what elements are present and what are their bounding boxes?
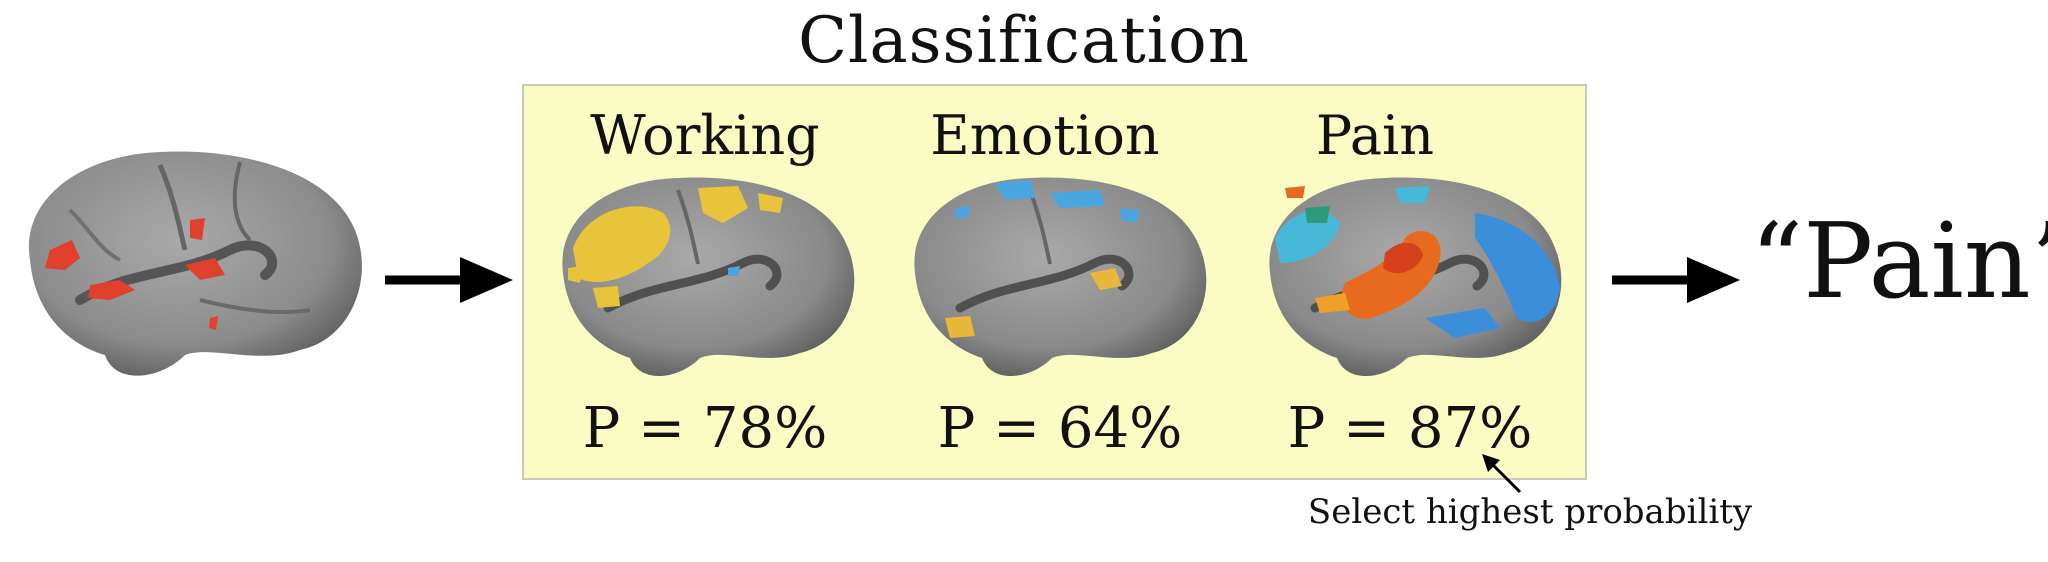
probability-pain: P = 87% [1287, 396, 1533, 461]
category-label-pain: Pain [1315, 104, 1435, 167]
pointer-arrow-icon [1482, 454, 1522, 494]
right-arrow-icon [385, 257, 513, 303]
classification-output: “Pain” [1750, 200, 2048, 322]
brain-red-activation-icon [28, 151, 362, 376]
selection-note: Select highest probability [1307, 492, 1753, 532]
probability-emotion: P = 64% [937, 396, 1183, 461]
brain-pain-map-icon [1269, 177, 1562, 377]
right-arrow-icon [1612, 257, 1740, 303]
brain-emotion-map-icon [914, 177, 1207, 377]
probability-working-memory: P = 78% [582, 396, 828, 461]
category-label-emotion: Emotion [930, 104, 1160, 167]
diagram-title: Classification [798, 4, 1250, 78]
brain-working-memory-map-icon [562, 177, 855, 377]
